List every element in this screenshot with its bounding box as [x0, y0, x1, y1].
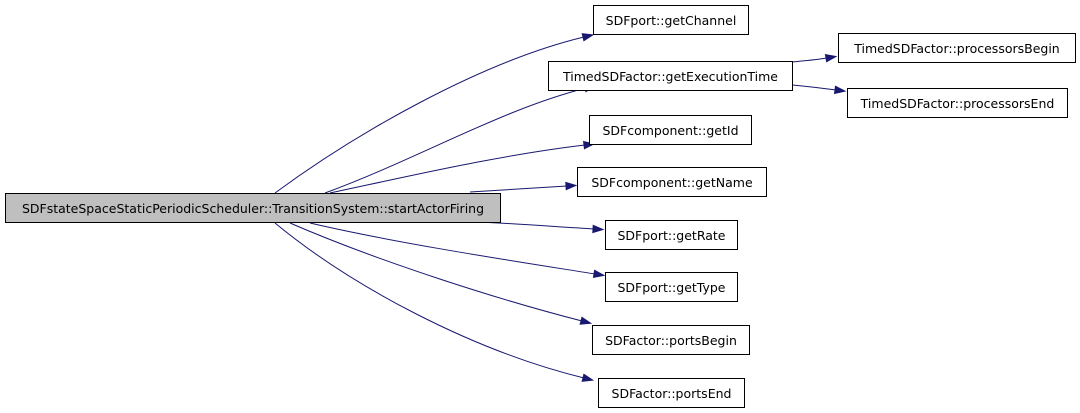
node-label: TimedSDFactor::processorsEnd — [860, 96, 1055, 111]
edge-getExecutionTime-to-processorsBegin — [791, 53, 838, 63]
edge-line — [469, 185, 568, 193]
node-label: SDFstateSpaceStaticPeriodicScheduler::Tr… — [22, 201, 484, 216]
edge-arrowhead — [579, 316, 593, 325]
edge-root-to-getName — [469, 181, 578, 193]
edge-arrowhead — [592, 224, 605, 234]
node-label: TimedSDFactor::processorsBegin — [853, 41, 1059, 56]
edge-root-to-getRate — [479, 221, 605, 234]
node-label: SDFcomponent::getId — [602, 123, 738, 138]
edge-root-to-getExecutionTime — [324, 84, 597, 194]
node-processorsBegin[interactable]: TimedSDFactor::processorsBegin — [838, 33, 1076, 63]
edge-line — [289, 222, 583, 322]
edge-root-to-portsBegin — [289, 222, 593, 325]
nodes-layer: SDFstateSpaceStaticPeriodicScheduler::Tr… — [5, 5, 1076, 408]
node-box[interactable] — [838, 33, 1076, 63]
node-label: SDFactor::portsBegin — [605, 333, 737, 348]
edge-root-to-getChannel — [274, 33, 595, 194]
edge-line — [791, 84, 837, 91]
node-portsEnd[interactable]: SDFactor::portsEnd — [598, 378, 745, 408]
node-getChannel[interactable]: SDFport::getChannel — [593, 5, 749, 35]
node-box[interactable] — [598, 378, 745, 408]
node-getRate[interactable]: SDFport::getRate — [605, 220, 738, 250]
edge-root-to-getId — [329, 140, 596, 194]
node-box[interactable] — [605, 220, 738, 250]
edge-root-to-portsEnd — [274, 222, 595, 382]
node-box[interactable] — [589, 115, 752, 145]
node-label: SDFport::getType — [617, 280, 725, 295]
edge-line — [309, 222, 596, 275]
node-processorsEnd[interactable]: TimedSDFactor::processorsEnd — [847, 88, 1068, 118]
edge-line — [479, 221, 595, 230]
node-getName[interactable]: SDFcomponent::getName — [577, 167, 767, 197]
node-portsBegin[interactable]: SDFactor::portsBegin — [592, 325, 750, 355]
edge-getExecutionTime-to-processorsEnd — [791, 84, 847, 95]
node-box[interactable] — [592, 325, 750, 355]
root-node[interactable]: SDFstateSpaceStaticPeriodicScheduler::Tr… — [5, 193, 501, 223]
edge-line — [791, 57, 828, 63]
node-box[interactable] — [605, 272, 738, 302]
edge-line — [324, 87, 587, 194]
node-getId[interactable]: SDFcomponent::getId — [589, 115, 752, 145]
edge-line — [329, 144, 586, 194]
node-label: SDFcomponent::getName — [591, 175, 753, 190]
node-box[interactable] — [5, 193, 501, 223]
node-box[interactable] — [548, 61, 793, 91]
edge-arrowhead — [824, 53, 838, 63]
node-label: SDFactor::portsEnd — [612, 386, 732, 401]
node-label: SDFport::getRate — [618, 228, 726, 243]
edge-line — [274, 222, 585, 379]
edge-arrowhead — [565, 181, 578, 191]
node-getExecutionTime[interactable]: TimedSDFactor::getExecutionTime — [548, 61, 793, 91]
node-box[interactable] — [577, 167, 767, 197]
node-label: TimedSDFactor::getExecutionTime — [562, 69, 778, 84]
edge-arrowhead — [592, 269, 606, 279]
edge-root-to-getType — [309, 222, 606, 279]
node-label: SDFport::getChannel — [606, 13, 737, 28]
edge-line — [274, 36, 585, 194]
edge-arrowhead — [581, 33, 595, 42]
edge-arrowhead — [583, 140, 596, 150]
edge-arrowhead — [833, 85, 847, 95]
node-box[interactable] — [593, 5, 749, 35]
edge-arrowhead — [581, 373, 595, 382]
node-getType[interactable]: SDFport::getType — [605, 272, 738, 302]
node-box[interactable] — [847, 88, 1068, 118]
